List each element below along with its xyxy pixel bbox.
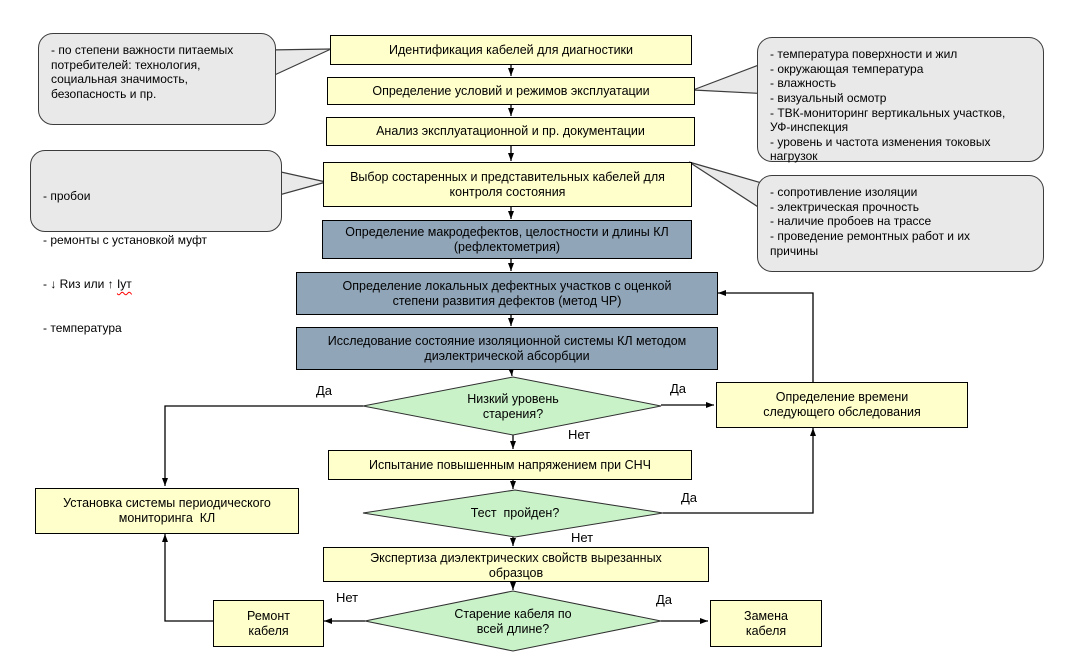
arrow-nextsurvey-localdefects-loop (718, 290, 814, 382)
arrow-repair-monitoring-loop (162, 534, 213, 622)
callout-history-line4: - температура (43, 320, 122, 335)
step-cable-replacement: Замена кабеля (710, 600, 822, 647)
decision-test-passed-shape (362, 489, 664, 538)
step-high-voltage-test: Испытание повышенным напряжением при СНЧ (328, 450, 692, 480)
step-identify-cables: Идентификация кабелей для диагностики (330, 35, 692, 65)
decision-test-passed-label: Тест пройден? (470, 506, 560, 520)
callout-tail-importance (267, 48, 332, 79)
edge-label-no-agingfull: Нет (336, 590, 359, 605)
decision-aging-full-length-shape (364, 590, 662, 652)
callout-environment-monitoring: - температура поверхности и жил - окружа… (757, 37, 1044, 163)
step-next-survey-time: Определение времени следующего обследова… (716, 382, 968, 428)
callout-history-line3-prefix: - ↓ Rиз или ↑ (43, 277, 117, 291)
edge-label-yes-agingfull: Да (656, 592, 673, 607)
step-insulation-absorption: Исследование состояние изоляционной сист… (296, 327, 718, 370)
edge-label-yes-testpassed: Да (681, 490, 698, 505)
step-documentation-analysis: Анализ эксплуатационной и пр. документац… (326, 117, 695, 146)
callout-history-line2: - ремонты с установкой муфт (43, 233, 208, 248)
callout-operation-history: - пробои - ремонты с установкой муфт - ↓… (30, 150, 282, 335)
decision-low-aging-shape (362, 376, 662, 436)
step-cable-repair: Ремонт кабеля (213, 600, 324, 647)
callout-consumer-importance: - по степени важности питаемых потребите… (38, 33, 276, 125)
edge-label-yes-lowaging-right: Да (670, 381, 687, 396)
step-sample-expertise: Экспертиза диэлектрических свойств вырез… (323, 547, 709, 582)
step-operating-conditions: Определение условий и режимов эксплуатац… (327, 77, 695, 105)
callout-electrical-parameters: - сопротивление изоляции - электрическая… (757, 175, 1044, 272)
step-cable-selection: Выбор состаренных и представительных каб… (323, 162, 692, 207)
decision-low-aging-label: Низкий уровень старения? (467, 392, 559, 421)
step-local-defects-pd: Определение локальных дефектных участков… (296, 272, 718, 315)
arrow-lowaging-yes-monitoring (162, 405, 363, 486)
step-periodic-monitoring: Установка системы периодического монитор… (35, 488, 299, 534)
callout-history-line3: - ↓ Rиз или ↑ Iут (43, 277, 269, 292)
callout-history-line1: - пробои (43, 189, 91, 204)
decision-aging-full-length-label: Старение кабеля по всей длине? (454, 607, 572, 636)
step-macrodefects-reflectometry: Определение макродефектов, целостности и… (322, 220, 692, 259)
edge-label-no-lowaging: Нет (568, 427, 591, 442)
edge-label-yes-lowaging-left: Да (316, 383, 333, 398)
edge-label-no-testpassed: Нет (571, 530, 594, 545)
callout-history-line3-misspelled-word: Iут (116, 277, 132, 291)
arrow-testpassed-yes-nextsurvey (663, 428, 816, 514)
